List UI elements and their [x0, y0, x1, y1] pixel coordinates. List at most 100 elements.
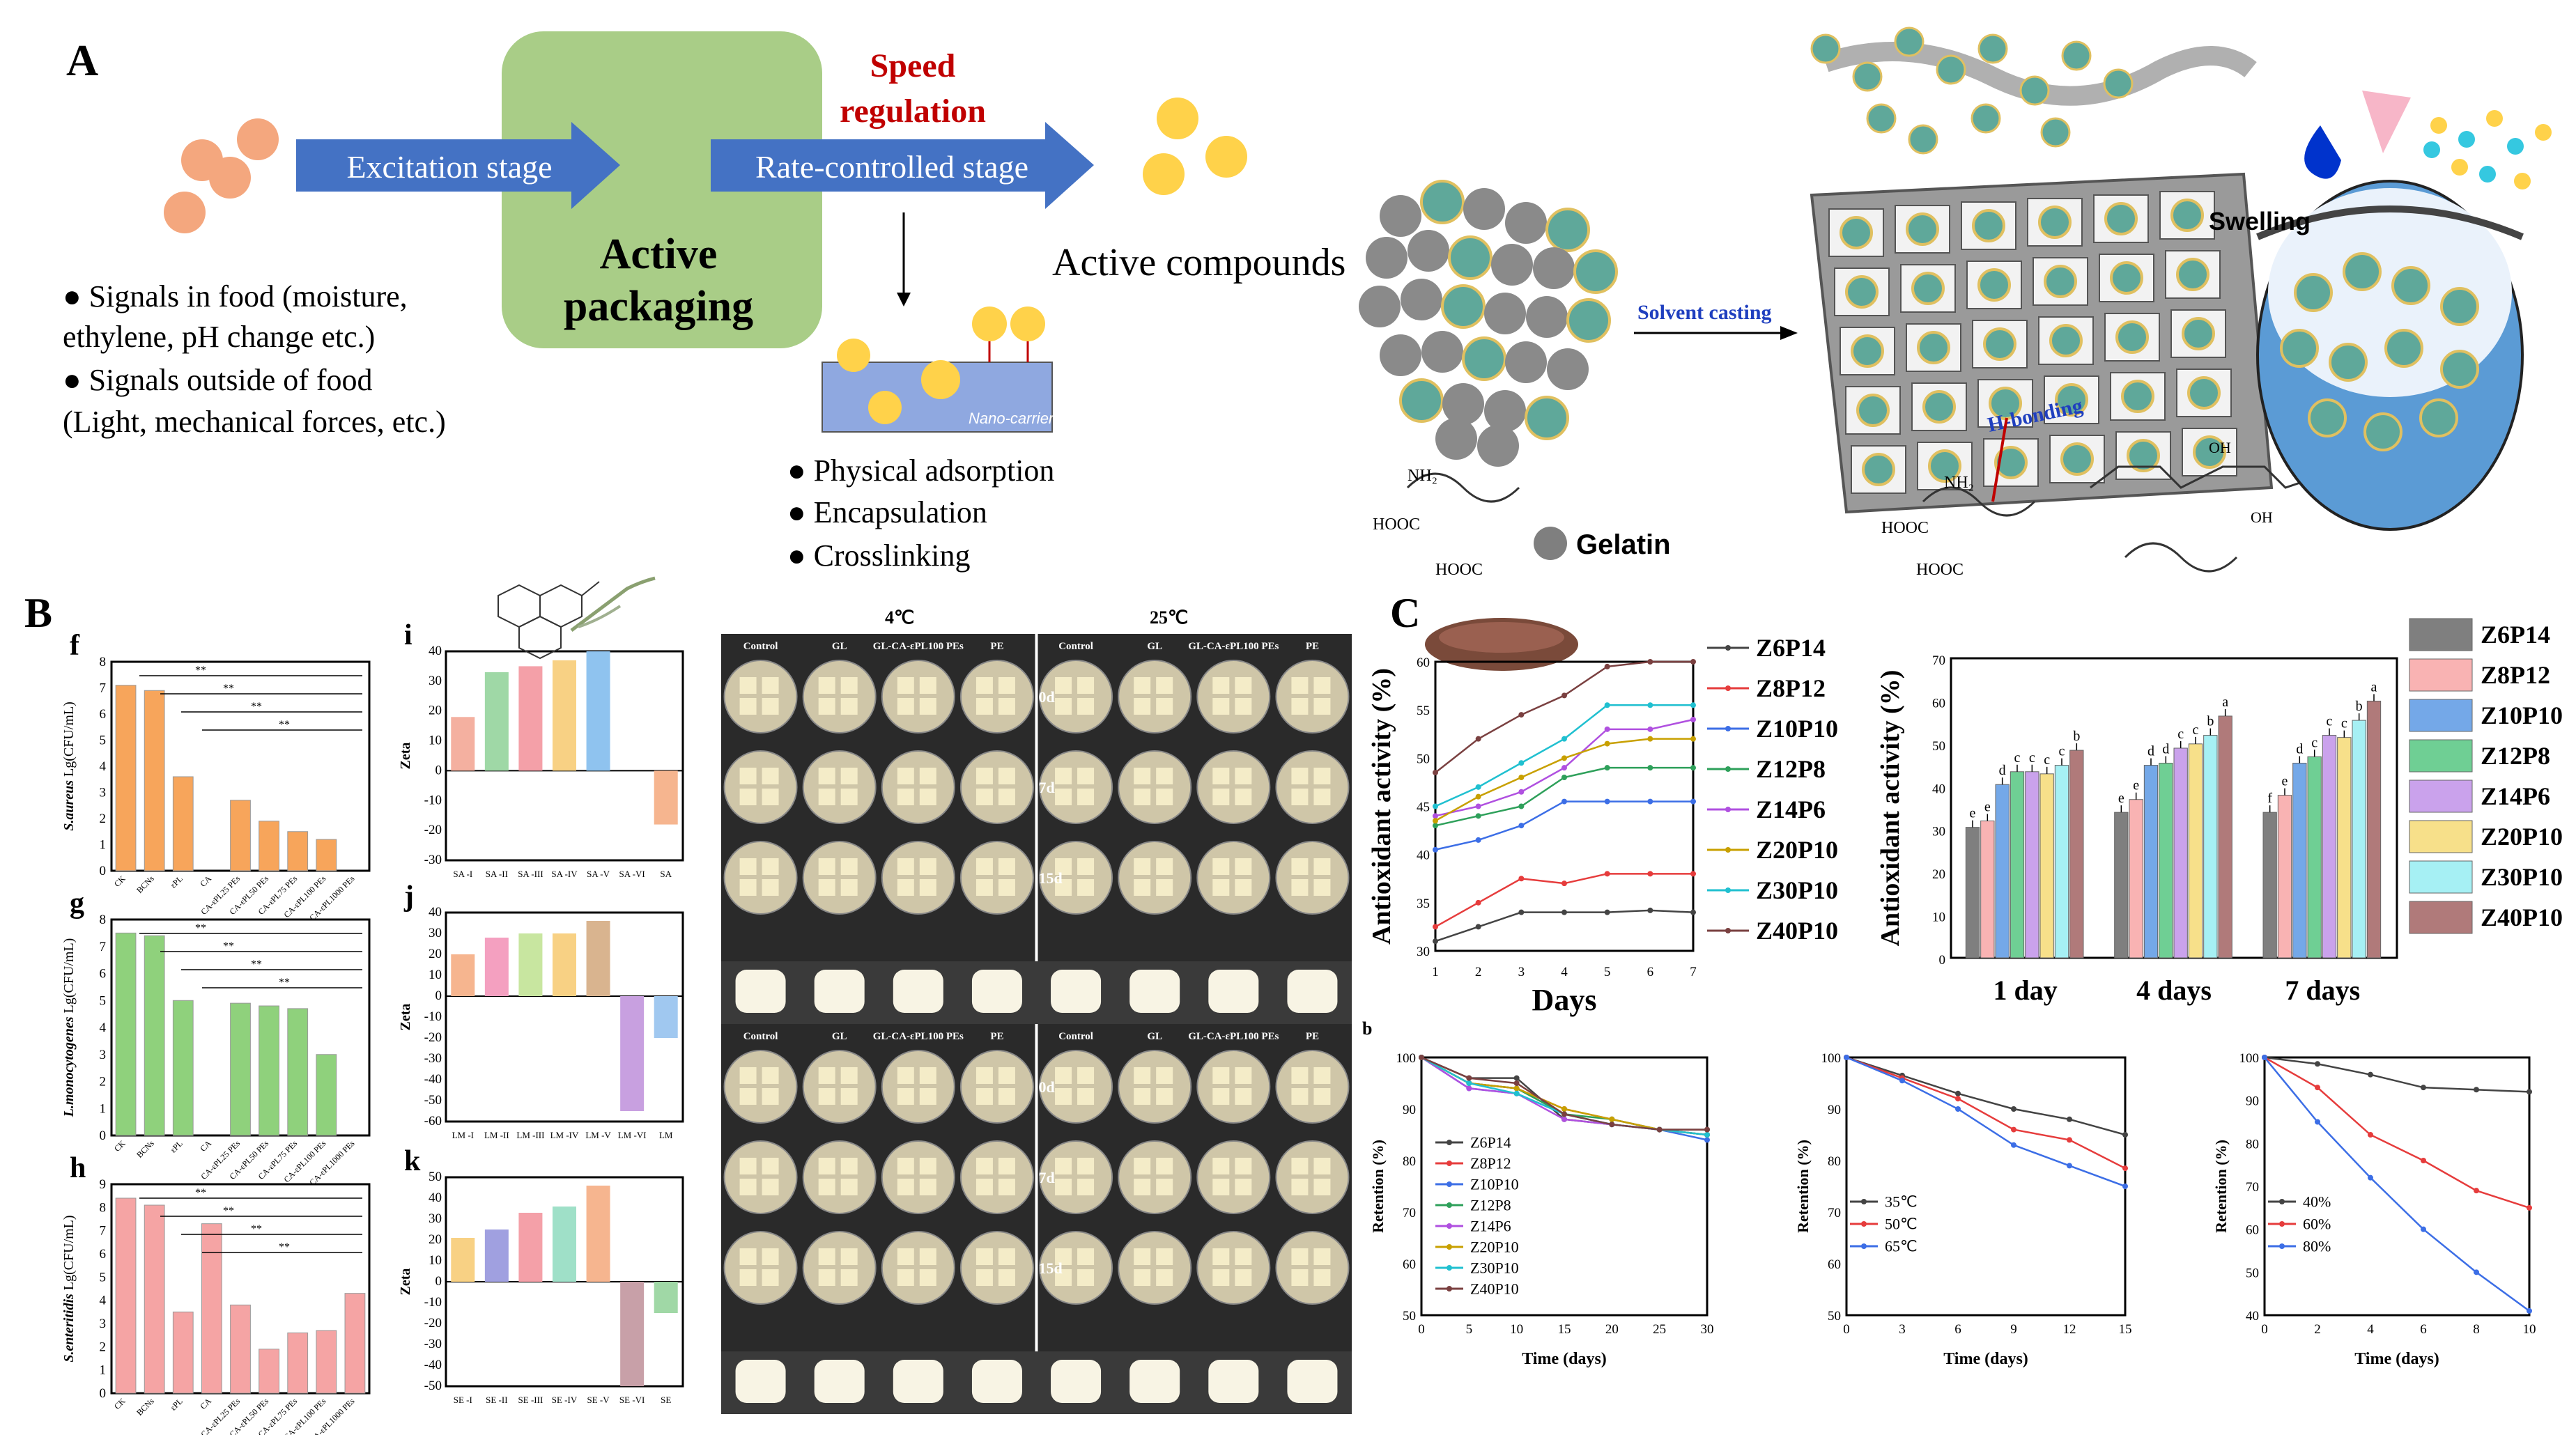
- ytick-label: 70: [1828, 1206, 1841, 1220]
- ytick-label: 60: [2246, 1223, 2259, 1238]
- data-point: [1475, 837, 1481, 843]
- cheese-piece: [762, 1269, 779, 1286]
- cheese-piece: [1134, 698, 1151, 715]
- cheese-piece: [897, 879, 914, 896]
- bact-chart-ylabel: S.aureus Lg(CFU/mL): [61, 701, 77, 831]
- sig-letter: c: [2029, 750, 2035, 766]
- ytick-label: 80: [2246, 1137, 2259, 1151]
- bact-ytick: 4: [100, 759, 107, 774]
- zeta-xtick: LM -IV: [550, 1130, 579, 1140]
- x-axis-label: Time (days): [1522, 1350, 1607, 1368]
- zeta-bar: [586, 921, 610, 996]
- bact-chart-ylabel: L.monocytogenes Lg(CFU/mL): [61, 938, 77, 1118]
- legend-marker: [1725, 685, 1731, 691]
- sig-letter: e: [2133, 778, 2139, 793]
- svg-text:OH: OH: [2251, 509, 2273, 526]
- xtick-label: 9: [2010, 1322, 2017, 1337]
- petri-dish: [959, 841, 1034, 915]
- film-particle: [2040, 117, 2071, 148]
- cheese-piece: [1212, 1248, 1230, 1265]
- grouped-bar: [2143, 765, 2159, 959]
- y-axis-label: Antioxidant activity (%): [1876, 670, 1905, 947]
- nano-carrier: [822, 307, 1053, 433]
- bact-bar: [287, 1008, 309, 1136]
- zeta-xtick: SA -IV: [551, 869, 578, 879]
- film-particle: [1852, 61, 1883, 92]
- cheese-piece: [1077, 677, 1095, 694]
- cheese-piece: [818, 789, 835, 805]
- bact-ytick: 8: [100, 655, 107, 669]
- ytick-label: 50: [1932, 739, 1945, 754]
- photo-col-label: GL: [1147, 1031, 1162, 1042]
- legend-marker: [2279, 1199, 2285, 1204]
- xtick-label: 30: [1701, 1322, 1714, 1337]
- category-label: 4 days: [2136, 975, 2212, 1006]
- cheese-piece: [1313, 1179, 1331, 1195]
- bact-xtick: CK: [112, 1138, 128, 1154]
- zeta-ytick: -10: [424, 1295, 442, 1310]
- legend-marker: [1447, 1202, 1452, 1208]
- bact-xtick: CK: [112, 874, 128, 889]
- data-point: [1561, 798, 1567, 805]
- film-particle: [2061, 40, 2092, 71]
- cheese-piece: [1134, 1088, 1151, 1105]
- gelatin-legend-dot: [1534, 527, 1567, 560]
- photo-row-label: 15d: [1039, 1259, 1063, 1277]
- bact-bar: [115, 1197, 137, 1394]
- legend-label: 80%: [2303, 1237, 2331, 1255]
- zeta-bar: [518, 933, 543, 996]
- data-point: [2315, 1085, 2320, 1091]
- data-point: [1704, 1126, 1710, 1133]
- legend-label: Z12P8: [1470, 1196, 1511, 1213]
- cheese-piece: [1291, 698, 1309, 715]
- legend-swatch: [2409, 901, 2473, 934]
- cheese-piece: [919, 1158, 936, 1174]
- gel-particle: [1366, 237, 1407, 279]
- zeta-xtick: SA -V: [587, 869, 610, 879]
- zeta-ytick: 40: [429, 905, 442, 920]
- series-line: [1421, 1056, 1708, 1136]
- series-line: [2264, 1056, 2530, 1209]
- zeta-xtick: SA -II: [486, 869, 508, 879]
- sig-letter: b: [2207, 714, 2214, 729]
- cheese-piece: [1212, 677, 1230, 694]
- data-point: [1604, 871, 1610, 877]
- released-dot: [2514, 173, 2531, 189]
- film-particle: [2115, 320, 2149, 354]
- sig-letter: d: [1999, 763, 2006, 778]
- data-point: [1518, 823, 1525, 829]
- data-point: [1561, 765, 1567, 771]
- series-line: [2264, 1056, 2530, 1093]
- chart-frame: [1845, 1056, 2127, 1317]
- cheese-piece: [1134, 1179, 1151, 1195]
- cheese-piece: [1156, 1179, 1173, 1195]
- film-particle: [2044, 265, 2077, 298]
- bact-bar: [144, 1204, 165, 1394]
- data-point: [1604, 798, 1610, 805]
- data-point: [1433, 846, 1438, 853]
- zeta-xtick: SE -I: [454, 1395, 472, 1405]
- xtick-label: 3: [1518, 965, 1525, 979]
- zeta-bar: [586, 651, 610, 771]
- data-point: [2527, 1308, 2532, 1314]
- cheese-piece: [762, 1067, 779, 1084]
- cheese-piece: [739, 698, 757, 715]
- cheese-piece: [1134, 858, 1151, 875]
- film-particle: [1856, 394, 1890, 427]
- zeta-ytick: 30: [429, 926, 442, 940]
- grouped-bar: [2159, 763, 2173, 959]
- cheese-piece: [1235, 789, 1252, 805]
- data-point: [1690, 702, 1696, 708]
- ytick-label: 55: [1417, 704, 1430, 718]
- ytick-label: 20: [1932, 867, 1945, 882]
- bact-ytick: 5: [100, 993, 107, 1008]
- cheese-piece: [1156, 1158, 1173, 1174]
- zeta-xtick: LM -III: [516, 1130, 544, 1140]
- zeta-bar: [586, 1186, 610, 1282]
- down-arrow-head: [897, 293, 911, 307]
- film-particle: [2121, 380, 2154, 413]
- cheese-piece: [1235, 677, 1252, 694]
